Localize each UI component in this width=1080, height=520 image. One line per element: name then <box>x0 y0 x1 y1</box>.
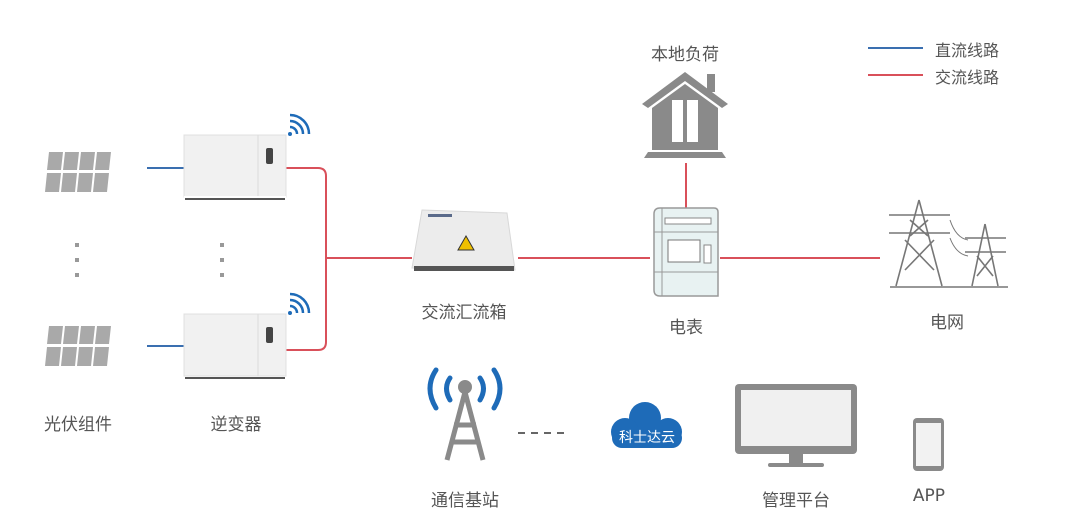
house-icon <box>642 72 728 158</box>
antenna-icon <box>427 367 503 461</box>
meter-icon <box>653 207 719 297</box>
power-tower-icon <box>889 199 1008 288</box>
inverter-icon <box>183 134 287 201</box>
inverter-icon <box>183 313 287 379</box>
legend-ac-label: 交流线路 <box>935 68 1000 87</box>
wifi-icon <box>288 292 311 315</box>
ac-line-inverter-top <box>286 167 327 258</box>
cloud-label: 科士达云 <box>619 430 675 446</box>
label-meter: 电表 <box>669 318 703 338</box>
ellipsis-dots-pv <box>75 243 79 277</box>
label-local-load: 本地负荷 <box>651 45 719 65</box>
combiner-box-icon <box>411 209 516 271</box>
label-app: APP <box>912 486 946 506</box>
monitor-icon <box>735 384 857 467</box>
label-ac-combiner: 交流汇流箱 <box>421 303 507 323</box>
label-pv: 光伏组件 <box>44 415 112 435</box>
label-inverter: 逆变器 <box>210 415 262 435</box>
cloud-icon <box>611 402 682 448</box>
phone-icon <box>913 418 944 471</box>
label-platform: 管理平台 <box>762 491 830 511</box>
legend-dc-label: 直流线路 <box>935 41 1000 60</box>
label-grid: 电网 <box>930 313 964 333</box>
label-base-station: 通信基站 <box>431 491 499 511</box>
solar-panel-icon <box>45 152 111 192</box>
solar-panel-icon <box>45 326 111 366</box>
ac-line-inverter-bottom <box>286 258 327 351</box>
ellipsis-dots-inverter <box>220 243 224 277</box>
wifi-icon <box>288 113 311 136</box>
